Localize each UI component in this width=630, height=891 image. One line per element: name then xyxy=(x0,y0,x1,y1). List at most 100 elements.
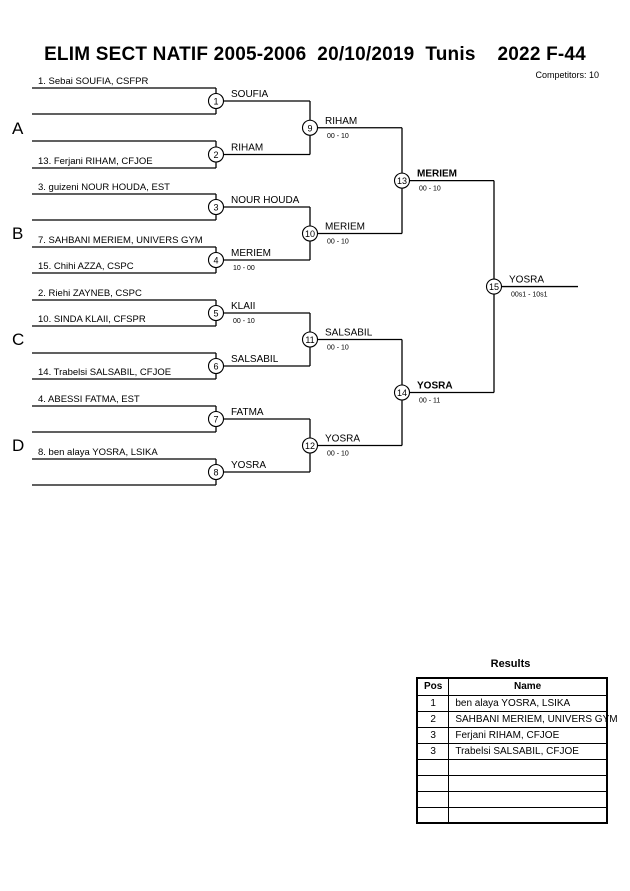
match-number: 10 xyxy=(305,229,315,239)
match-winner: MERIEM xyxy=(417,169,457,180)
results-row xyxy=(416,774,608,792)
results-row xyxy=(416,806,608,824)
match-number: 5 xyxy=(213,309,218,319)
entrant-name: 14. Trabelsi SALSABIL, CFJOE xyxy=(38,367,171,378)
match-score: 00s1 - 10s1 xyxy=(511,292,548,299)
results-name xyxy=(448,758,608,776)
entrant-name: 13. Ferjani RIHAM, CFJOE xyxy=(38,156,153,167)
entrant-name: 1. Sebai SOUFIA, CSFPR xyxy=(38,76,148,87)
results-pos xyxy=(416,790,450,808)
results-pos: 3 xyxy=(416,726,450,744)
match-winner: FATMA xyxy=(231,407,264,418)
match-number: 11 xyxy=(305,335,314,345)
results-name: Trabelsi SALSABIL, CFJOE xyxy=(448,742,608,760)
pool-label: D xyxy=(12,436,24,455)
entrant-name: 4. ABESSI FATMA, EST xyxy=(38,394,140,405)
pool-label: C xyxy=(12,330,24,349)
match-winner: SALSABIL xyxy=(231,354,279,365)
entrant-name: 7. SAHBANI MERIEM, UNIVERS GYM xyxy=(38,235,203,246)
results-header-name: Name xyxy=(448,677,608,696)
match-winner: YOSRA xyxy=(325,434,360,445)
match-number: 7 xyxy=(213,415,218,425)
results-row xyxy=(416,758,608,776)
match-score: 00 - 10 xyxy=(327,239,349,246)
pool-label: B xyxy=(12,224,23,243)
entrant-name: 15. Chihi AZZA, CSPC xyxy=(38,261,134,272)
results-name: Ferjani RIHAM, CFJOE xyxy=(448,726,608,744)
match-winner: SOUFIA xyxy=(231,89,269,100)
match-number-circle xyxy=(207,357,225,375)
match-score: 00 - 11 xyxy=(419,398,440,405)
entrant-name: 10. SINDA KLAII, CFSPR xyxy=(38,314,146,325)
match-score: 00 - 10 xyxy=(419,186,441,193)
match-number-circle xyxy=(207,198,225,216)
match-number-circle xyxy=(301,331,319,348)
match-number: 3 xyxy=(213,203,218,213)
results-pos: 1 xyxy=(416,694,450,712)
match-winner: RIHAM xyxy=(231,143,263,154)
results-pos xyxy=(416,806,450,824)
match-number-circle xyxy=(207,463,225,481)
match-winner: YOSRA xyxy=(509,275,544,286)
match-number-circle xyxy=(393,384,411,401)
match-number: 4 xyxy=(213,256,218,266)
results-title: Results xyxy=(490,658,531,670)
match-score: 10 - 00 xyxy=(233,265,255,272)
results-name xyxy=(448,806,608,824)
results-name xyxy=(448,790,608,808)
match-number-circle xyxy=(207,92,225,110)
match-winner: MERIEM xyxy=(325,222,365,233)
match-number-circle xyxy=(207,304,225,322)
results-name xyxy=(448,774,608,792)
results-header-pos: Pos xyxy=(416,677,450,696)
match-winner: YOSRA xyxy=(417,381,453,392)
match-number: 2 xyxy=(213,150,218,160)
results-pos xyxy=(416,774,450,792)
match-number: 14 xyxy=(397,388,407,398)
match-score: 00 - 10 xyxy=(233,318,255,325)
match-score: 00 - 10 xyxy=(327,345,349,352)
match-winner: MERIEM xyxy=(231,248,271,259)
match-number: 12 xyxy=(305,441,315,451)
match-score: 00 - 10 xyxy=(327,133,349,140)
results-name: ben alaya YOSRA, LSIKA xyxy=(448,694,608,712)
match-number: 9 xyxy=(307,123,312,133)
match-score: 00 - 10 xyxy=(327,451,349,458)
results-name: SAHBANI MERIEM, UNIVERS GYM xyxy=(448,710,618,728)
pool-label: A xyxy=(12,119,24,138)
results-pos xyxy=(416,758,450,776)
match-winner: KLAII xyxy=(231,301,255,312)
match-number-circle xyxy=(207,146,225,163)
entrant-name: 2. Riehi ZAYNEB, CSPC xyxy=(38,288,142,299)
competitors-count: Competitors: 10 xyxy=(535,70,599,80)
match-number-circle xyxy=(301,119,319,136)
match-winner: RIHAM xyxy=(325,116,357,127)
match-number: 1 xyxy=(213,97,218,107)
match-number: 6 xyxy=(213,362,218,372)
entrant-name: 3. guizeni NOUR HOUDA, EST xyxy=(38,182,170,193)
match-number-circle xyxy=(207,410,225,428)
results-pos: 2 xyxy=(416,710,450,728)
match-number: 8 xyxy=(213,468,218,478)
match-winner: YOSRA xyxy=(231,460,266,471)
match-number: 13 xyxy=(397,176,407,186)
page-title: ELIM SECT NATIF 2005-2006 20/10/2019 Tun… xyxy=(44,44,586,65)
results-header-row: Pos Name xyxy=(416,677,608,696)
results-row xyxy=(416,790,608,808)
match-number-circle xyxy=(207,251,225,269)
results-pos: 3 xyxy=(416,742,450,760)
match-number-circle xyxy=(393,172,411,189)
match-number: 15 xyxy=(489,282,499,292)
match-winner: NOUR HOUDA xyxy=(231,195,300,206)
match-winner: SALSABIL xyxy=(325,328,373,339)
match-number-circle xyxy=(301,437,319,454)
match-number-circle xyxy=(485,278,503,295)
entrant-name: 8. ben alaya YOSRA, LSIKA xyxy=(38,447,158,458)
match-number-circle xyxy=(301,225,319,242)
